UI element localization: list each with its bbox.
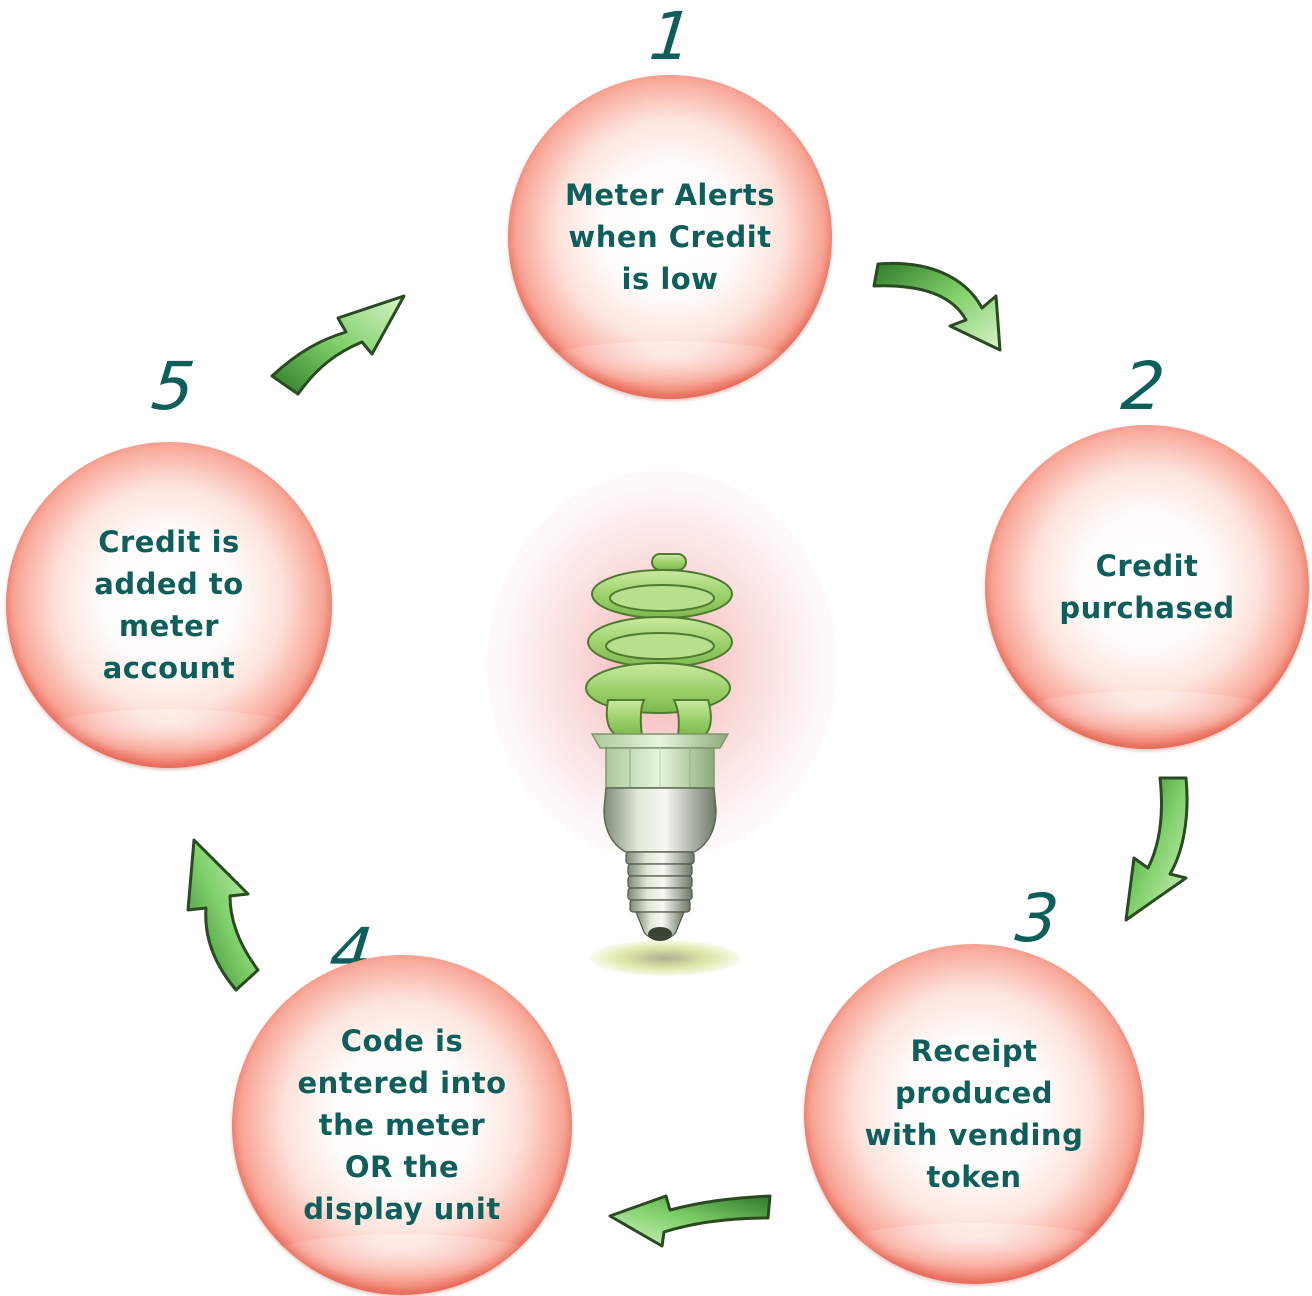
step-label-4: Code is entered into the meter OR the di… (297, 1024, 507, 1226)
step-circle-2: Credit purchased (985, 425, 1309, 749)
curved-arrow-icon (872, 261, 1002, 352)
step-number-2: 2 (1118, 348, 1169, 425)
step-label-2: Credit purchased (1059, 549, 1235, 625)
compact-fluorescent-bulb-icon (585, 553, 733, 941)
step-number-5: 5 (148, 348, 199, 425)
curved-arrow-icon (1124, 776, 1189, 922)
step-label-3: Receipt produced with vending token (864, 1034, 1084, 1194)
step-number-3: 3 (1012, 880, 1063, 957)
step-circle-4: Code is entered into the meter OR the di… (232, 955, 572, 1295)
step-label-1: Meter Alerts when Credit is low (565, 178, 775, 296)
curved-arrow-icon (186, 838, 260, 992)
step-number-1: 1 (646, 0, 697, 75)
step-label-5: Credit is added to meter account (94, 525, 244, 685)
bulb-shadow (590, 940, 740, 976)
curved-arrow-icon (270, 294, 406, 396)
curved-arrow-icon (608, 1194, 772, 1248)
step-circle-3: Receipt produced with vending token (804, 944, 1144, 1284)
step-circle-1: Meter Alerts when Credit is low (508, 75, 832, 399)
step-circle-5: Credit is added to meter account (6, 442, 332, 768)
